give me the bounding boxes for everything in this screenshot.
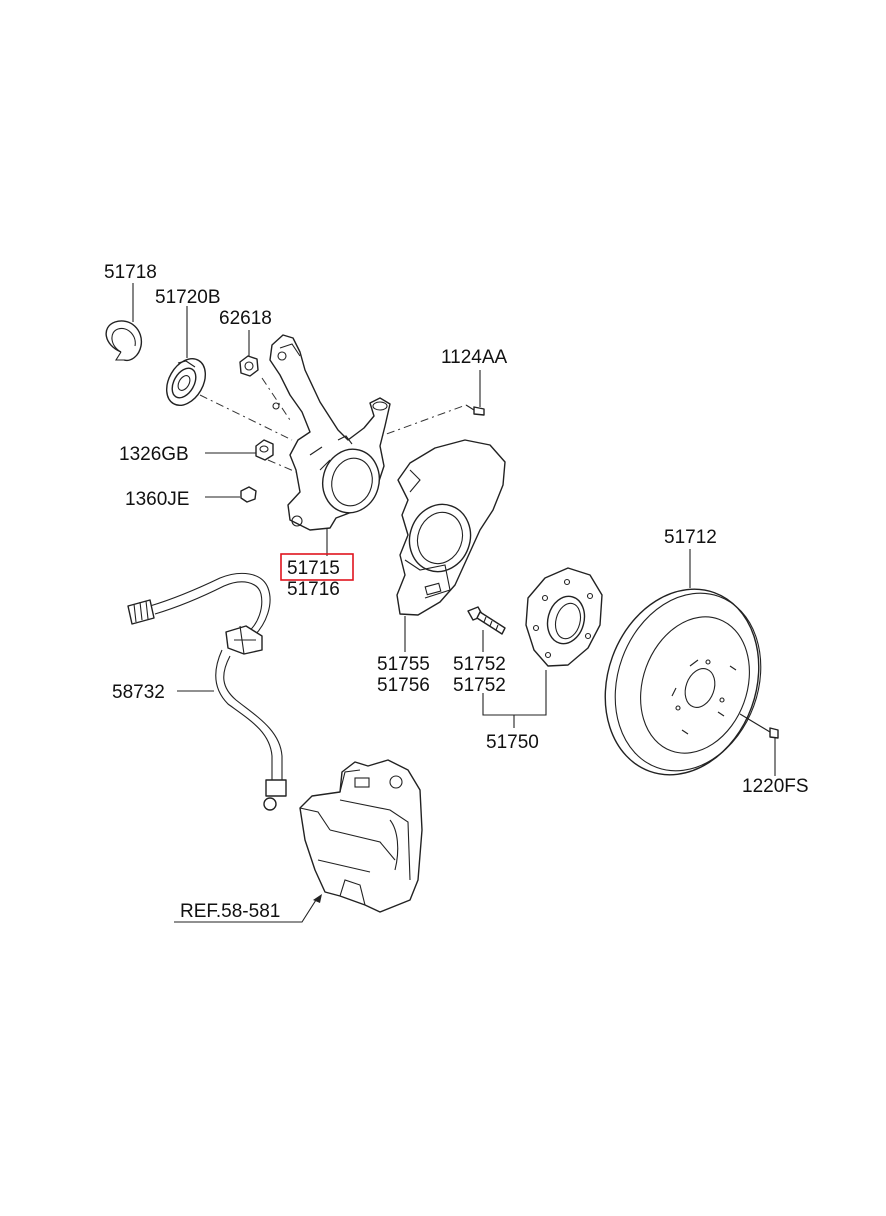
ref-arrow-icon <box>313 894 322 903</box>
label-51755[interactable]: 51755 <box>377 654 430 675</box>
label-51715[interactable]: 51715 <box>287 558 340 579</box>
washer-1360JE[interactable] <box>240 486 257 503</box>
assembly-line-1124 <box>369 404 467 441</box>
assembly-line-nut <box>261 377 291 421</box>
label-51716[interactable]: 51716 <box>287 579 340 600</box>
hub-bolt-51752[interactable] <box>467 606 506 635</box>
snap-ring-51718[interactable] <box>105 320 143 362</box>
wheel-hub-51750[interactable] <box>525 567 603 667</box>
label-51752-a[interactable]: 51752 <box>453 654 506 675</box>
brake-caliper-ref-58-581[interactable] <box>299 759 423 913</box>
label-62618[interactable]: 62618 <box>219 308 272 329</box>
highlight-box-51715 <box>280 553 354 581</box>
nut-1326GB[interactable] <box>255 439 274 461</box>
label-51756[interactable]: 51756 <box>377 675 430 696</box>
label-58732[interactable]: 58732 <box>112 682 165 703</box>
label-51718[interactable]: 51718 <box>104 262 157 283</box>
label-1220FS[interactable]: 1220FS <box>742 776 809 797</box>
label-51752-b[interactable]: 51752 <box>453 675 506 696</box>
nut-62618[interactable] <box>239 355 259 377</box>
dust-cover-51755[interactable] <box>396 439 506 616</box>
label-51750[interactable]: 51750 <box>486 732 539 753</box>
label-1360JE[interactable]: 1360JE <box>125 489 189 510</box>
steering-knuckle-51715[interactable] <box>269 334 391 531</box>
label-1326GB[interactable]: 1326GB <box>119 444 189 465</box>
brake-hose-58732[interactable] <box>127 572 287 811</box>
label-1124AA[interactable]: 1124AA <box>441 347 508 368</box>
leader-ref <box>174 899 317 923</box>
label-51712[interactable]: 51712 <box>664 527 717 548</box>
label-ref-58-581[interactable]: REF.58-581 <box>180 901 280 922</box>
bolt-1124AA[interactable] <box>465 404 485 416</box>
screw-1220FS[interactable] <box>739 713 779 739</box>
assembly-line-1326 <box>267 459 297 473</box>
bearing-51720B[interactable] <box>159 352 213 412</box>
assembly-line-bearing <box>199 394 293 441</box>
label-51720B[interactable]: 51720B <box>155 287 221 308</box>
brake-disc-51712[interactable] <box>580 567 785 796</box>
